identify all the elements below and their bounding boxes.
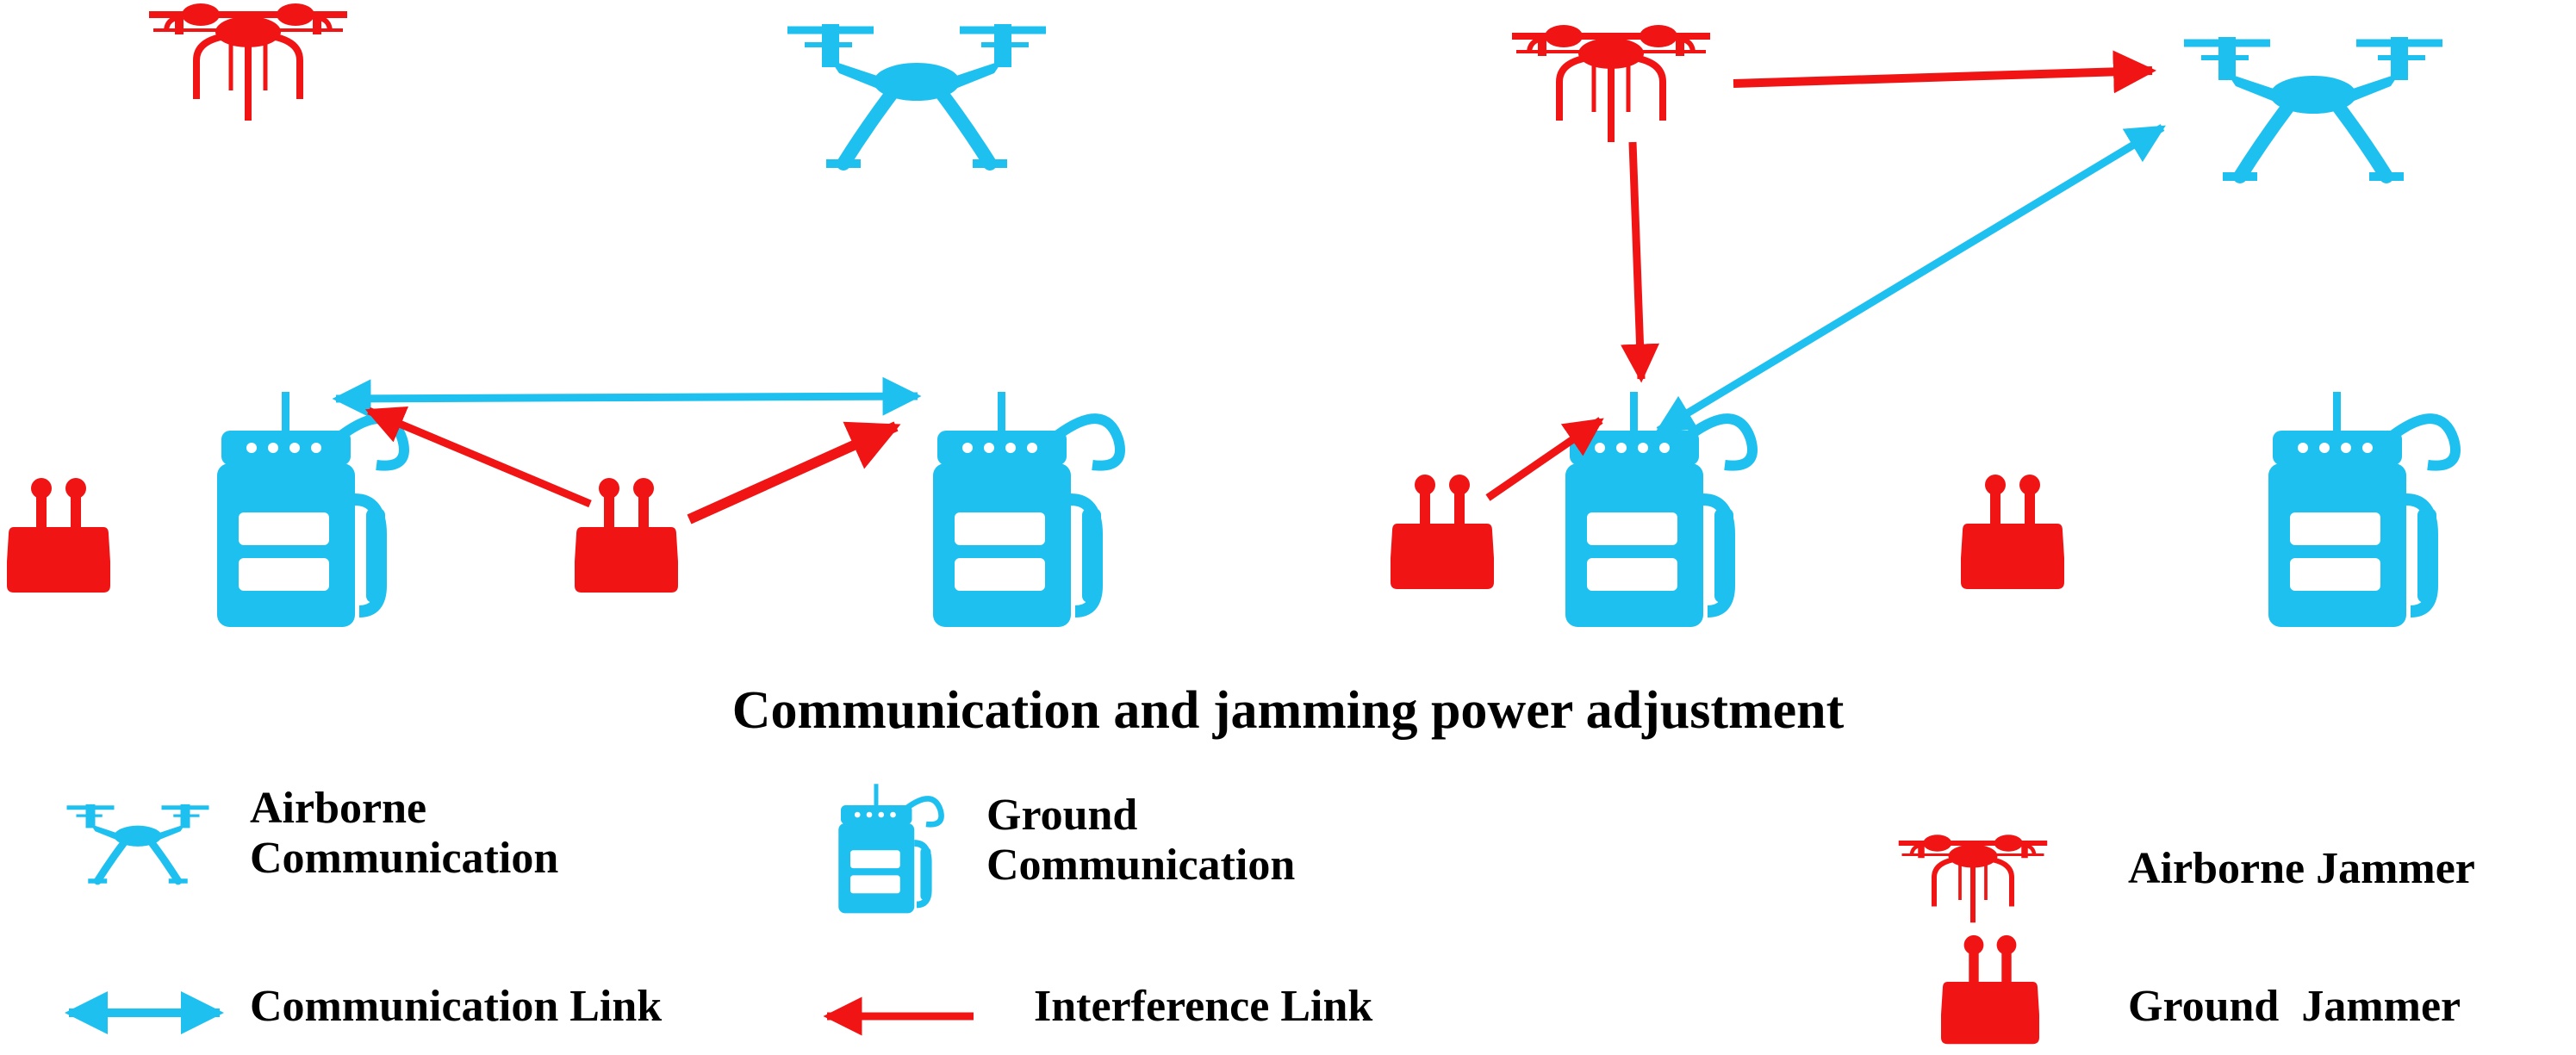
ground-communication-left-2 [933, 392, 1120, 627]
legend-communication-link-label: Communication Link [250, 982, 663, 1031]
airborne-communication-left [787, 24, 1046, 164]
ground-jammer-icon [1941, 934, 2039, 1045]
interference-link-left-1 [364, 406, 592, 508]
legend-ground-jammer-label: Ground Jammer [2128, 982, 2461, 1031]
red-drone-icon [1899, 835, 2048, 922]
legend-airborne-comm-label: Airborne Communication [250, 784, 558, 884]
legend-airborne-comm-line1: Airborne [250, 784, 427, 833]
airborne-jammer-right [1512, 25, 1710, 142]
airborne-jammer-left [149, 3, 347, 121]
communication-link-right [1655, 124, 2166, 434]
airborne-communication-right [2184, 37, 2442, 177]
legend-interference-link-label: Interference Link [1034, 982, 1373, 1031]
ground-jammer-left-2 [575, 478, 678, 593]
radio-device-icon [838, 784, 941, 913]
ground-jammer-right-2 [1961, 475, 2064, 589]
ground-jammer-left-1 [7, 478, 110, 593]
interference-link-left-2 [687, 421, 901, 524]
legend-airborne-jammer-label: Airborne Jammer [2128, 844, 2475, 893]
legend-ground-comm-label: Ground Communication [986, 791, 1295, 891]
ground-communication-right-2 [2268, 392, 2455, 627]
blue-drone-icon [67, 804, 209, 881]
interference-link-right-3 [1485, 417, 1604, 501]
interference-link-right-2 [1621, 141, 1660, 383]
interference-link-right-1 [1733, 50, 2156, 94]
communication-link-left [332, 376, 922, 419]
legend-airborne-comm-line2: Communication [250, 834, 559, 883]
legend-ground-comm-line1: Ground [986, 791, 1138, 840]
diagram-caption: Communication and jamming power adjustme… [731, 681, 1845, 740]
legend-ground-comm-line2: Communication [986, 841, 1296, 890]
ground-jammer-right-1 [1391, 475, 1494, 589]
ground-communication-left-1 [217, 392, 404, 627]
